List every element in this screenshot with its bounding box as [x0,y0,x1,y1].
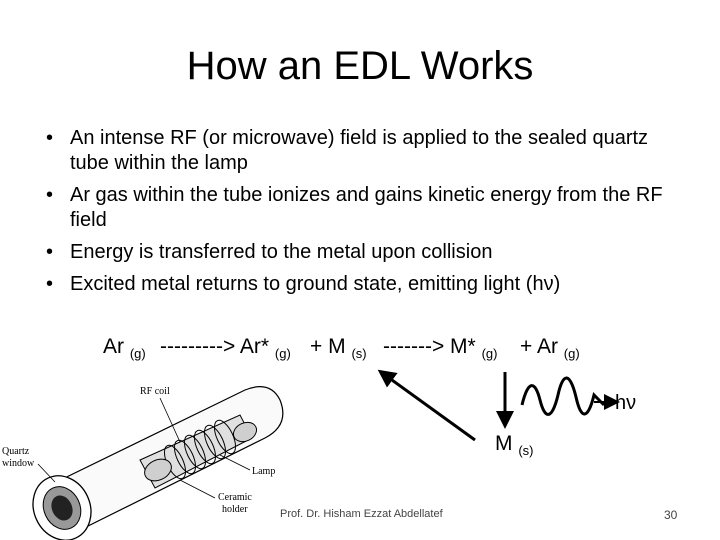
label-rf-coil: RF coil [140,386,170,397]
bullet-list: • An intense RF (or microwave) field is a… [46,126,676,304]
equation-ar-excited: ---------> Ar* (g) [160,335,291,361]
product-state: (s) [518,443,534,458]
eq-sub: (g) [129,346,146,361]
footer-author: Prof. Dr. Hisham Ezzat Abdellatef [280,508,443,520]
emission-label: hν [615,392,637,414]
bullet-item: • Ar gas within the tube ionizes and gain… [46,183,676,233]
bullet-text: An intense RF (or microwave) field is ap… [70,127,649,174]
equation-ar-final: + Ar (g) [520,335,580,361]
label-window: window [2,458,35,469]
eq-sub: (s) [351,346,367,361]
emission-wave [520,376,606,416]
eq-sub: (g) [274,346,291,361]
bullet-item: • Excited metal returns to ground state, … [46,272,676,297]
equation-ar: Ar (g) [103,335,146,361]
bullet-dot: • [46,184,54,206]
eq-term: -------> M* [383,335,476,358]
eq-sub: (g) [563,346,580,361]
label-lamp: Lamp [252,466,275,477]
bullet-dot: • [46,127,54,149]
bullet-item: • Energy is transferred to the metal upon… [46,240,676,265]
bullet-dot: • [46,273,54,295]
bullet-text: Ar gas within the tube ionizes and gains… [70,184,663,231]
edl-lamp-diagram: RF coil Quartz window Lamp Ceramic holde… [2,386,284,540]
eq-term: ---------> Ar* [160,335,270,358]
diagonal-arrow [377,369,476,442]
product-label: M (s) [495,432,534,458]
eq-term: + M [310,335,346,358]
eq-term: Ar [103,335,124,358]
equation-m-excited: -------> M* (g) [383,335,497,361]
bullet-item: • An intense RF (or microwave) field is a… [46,126,676,176]
label-quartz: Quartz [2,446,30,457]
product-symbol: M [495,432,513,455]
bullet-text: Excited metal returns to ground state, e… [70,273,561,295]
label-holder: holder [222,504,248,515]
eq-sub: (g) [481,346,498,361]
label-ceramic: Ceramic [218,492,252,503]
page-number: 30 [664,508,678,522]
equation-m: + M (s) [310,335,367,361]
eq-term: + Ar [520,335,558,358]
bullet-text: Energy is transferred to the metal upon … [70,241,493,263]
bullet-dot: • [46,241,54,263]
slide-title: How an EDL Works [186,44,534,88]
